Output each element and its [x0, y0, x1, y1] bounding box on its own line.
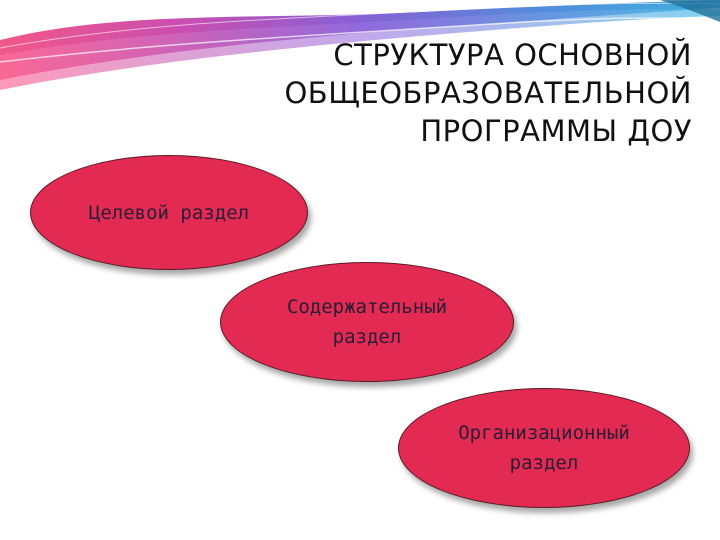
slide-title-line-1: СТРУКТУРА ОСНОВНОЙ: [333, 38, 692, 72]
slide-title-line-3: ПРОГРАММЫ ДОУ: [420, 114, 692, 148]
section-oval-organizational: Организационный раздел: [398, 388, 690, 508]
section-oval-target-label: Целевой раздел: [89, 198, 249, 228]
section-oval-target: Целевой раздел: [30, 155, 308, 270]
section-oval-target-line-1: Целевой раздел: [88, 201, 250, 224]
decorative-ribbon-top: [0, 0, 720, 90]
slide-title-line-2: ОБЩЕОБРАЗОВАТЕЛЬНОЙ: [284, 76, 692, 110]
section-oval-content-label: Содержательный раздел: [287, 292, 447, 352]
section-oval-organizational-label: Организационный раздел: [458, 418, 630, 478]
section-oval-organizational-line-1: Организационный: [458, 422, 630, 444]
section-oval-organizational-line-2: раздел: [509, 452, 579, 474]
section-oval-content-line-1: Содержательный: [286, 296, 448, 318]
slide-title: СТРУКТУРА ОСНОВНОЙ ОБЩЕОБРАЗОВАТЕЛЬНОЙ П…: [172, 36, 692, 150]
section-oval-content: Содержательный раздел: [220, 262, 514, 382]
section-oval-content-line-2: раздел: [332, 326, 402, 348]
